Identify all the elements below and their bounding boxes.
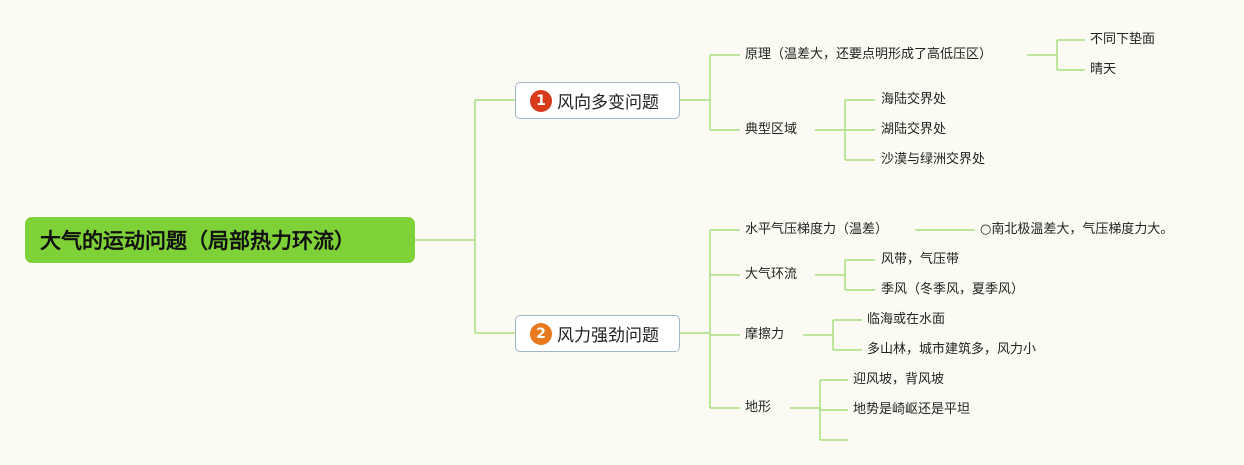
branch-node-wind-strength[interactable]: 2 风力强劲问题 [515, 315, 680, 352]
root-node[interactable]: 大气的运动问题（局部热力环流） [25, 217, 415, 263]
leaf-node[interactable]: 湖陆交界处 [881, 122, 947, 137]
leaf-node[interactable]: 多山林，城市建筑多，风力小 [867, 342, 1037, 357]
leaf-node[interactable]: 风带，气压带 [881, 252, 960, 267]
number-badge: 1 [530, 89, 552, 112]
leaf-node[interactable]: 海陆交界处 [881, 92, 947, 107]
root-title: 大气的运动问题（局部热力环流） [40, 229, 355, 253]
topic-typical-regions[interactable]: 典型区域 [745, 122, 798, 137]
leaf-node[interactable]: 不同下垫面 [1090, 32, 1156, 47]
leaf-node[interactable]: 晴天 [1090, 62, 1117, 77]
leaf-node[interactable]: 临海或在水面 [867, 312, 946, 327]
topic-friction[interactable]: 摩擦力 [745, 327, 785, 342]
leaf-node[interactable]: 迎风坡，背风坡 [853, 372, 945, 387]
topic-pressure-gradient[interactable]: 水平气压梯度力（温差） [745, 222, 889, 237]
leaf-node[interactable]: 季风（冬季风，夏季风） [881, 282, 1025, 297]
number-badge: 2 [530, 322, 552, 345]
branch-title: 风向多变问题 [557, 93, 659, 113]
leaf-node[interactable]: ○南北极温差大，气压梯度力大。 [980, 222, 1174, 237]
branch-node-wind-direction[interactable]: 1 风向多变问题 [515, 82, 680, 119]
topic-principle[interactable]: 原理（温差大，还要点明形成了高低压区） [745, 47, 993, 62]
branch-title: 风力强劲问题 [557, 326, 659, 346]
leaf-node[interactable]: 地势是崎岖还是平坦 [853, 402, 971, 417]
topic-atmospheric-circulation[interactable]: 大气环流 [745, 267, 798, 282]
topic-terrain[interactable]: 地形 [745, 400, 772, 415]
leaf-node[interactable]: 沙漠与绿洲交界处 [881, 152, 986, 167]
